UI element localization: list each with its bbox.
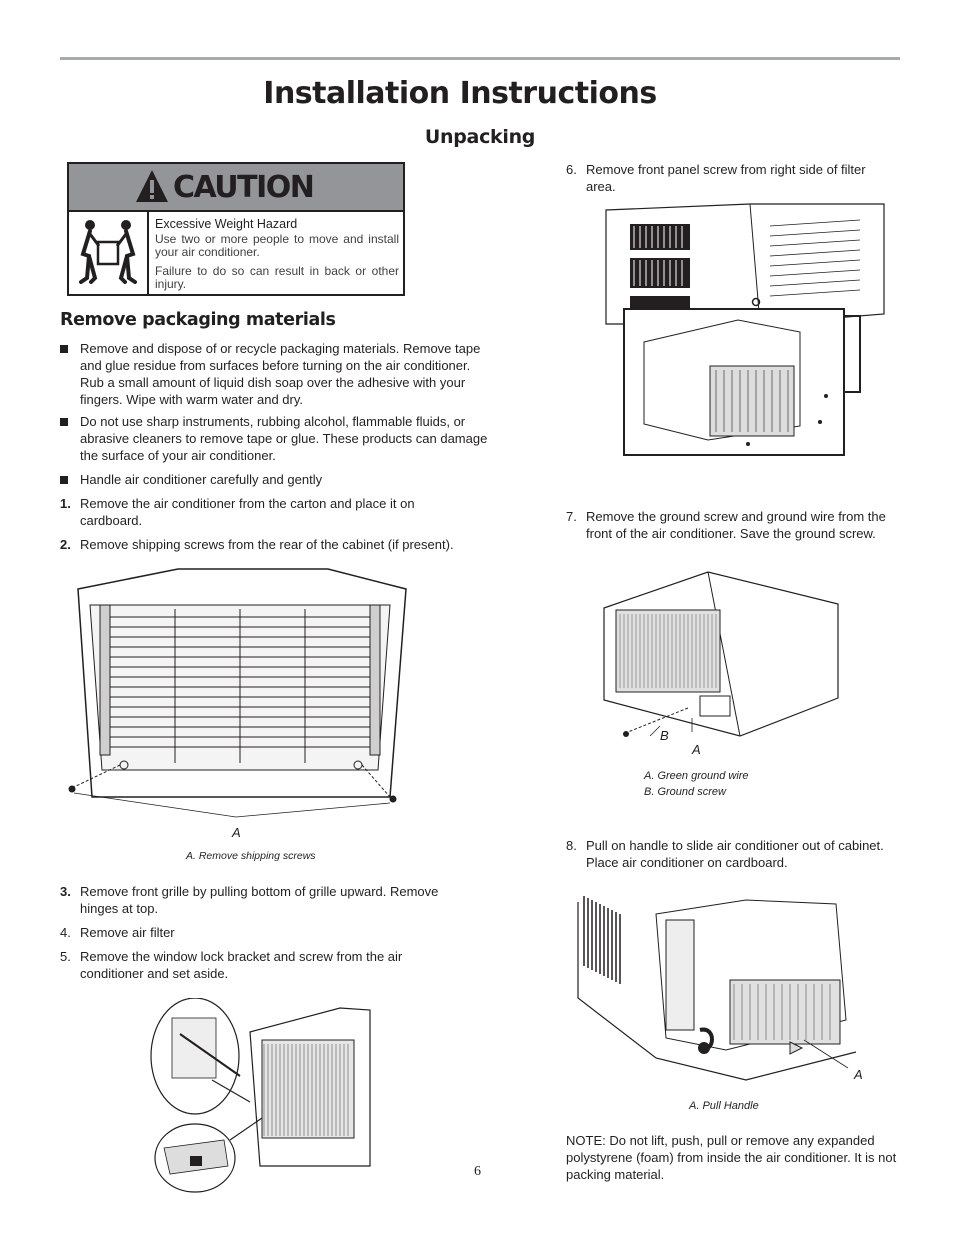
caution-hazard: Excessive Weight Hazard (155, 217, 298, 231)
step-number: 4. (60, 925, 71, 940)
step-number: 6. (566, 162, 577, 177)
figure-caption: A. Remove shipping screws (186, 850, 316, 862)
step-text: Remove the ground screw and ground wire … (586, 509, 886, 541)
step-text: Pull on handle to slide air conditioner … (586, 838, 884, 870)
figure-label: A (232, 825, 241, 840)
top-rule (60, 57, 900, 60)
caution-box: CAUTION Excessive Weight Hazard Use two … (67, 162, 405, 296)
caution-line2: Failure to do so can result in back or o… (155, 264, 399, 291)
step-number: 3. (60, 884, 71, 899)
pull-handle-illustration (577, 896, 857, 1081)
step-number: 2. (60, 537, 71, 552)
step-number: 1. (60, 496, 71, 511)
section-title: Unpacking (424, 126, 536, 148)
warning-triangle-icon (136, 170, 168, 202)
step-number: 8. (566, 838, 577, 853)
window-lock-bracket-illustration (150, 998, 371, 1193)
step-text: Remove shipping screws from the rear of … (80, 537, 454, 552)
step-number: 7. (566, 509, 577, 524)
caution-word: CAUTION (173, 170, 315, 205)
bullet-text: Remove and dispose of or recycle packagi… (80, 341, 481, 407)
section-heading: Remove packaging materials (60, 310, 336, 330)
step-text: Remove air filter (80, 925, 175, 940)
ground-screw-illustration (603, 571, 839, 737)
front-panel-screw-illustration (605, 203, 885, 456)
two-person-lift-icon (79, 220, 137, 284)
step-number: 5. (60, 949, 71, 964)
page-title: Installation Instructions (263, 76, 657, 111)
bullet-square-icon (60, 418, 68, 426)
caution-header: CAUTION (69, 164, 403, 212)
step-text: Remove front grille by pulling bottom of… (80, 884, 439, 916)
figure-label-a: A (692, 742, 701, 757)
figure-caption: A. Pull Handle (689, 1100, 759, 1112)
bullet-square-icon (60, 345, 68, 353)
figure-label-b: B (660, 728, 669, 743)
step-text: Remove front panel screw from right side… (586, 162, 866, 194)
caution-line1: Use two or more people to move and insta… (155, 232, 399, 259)
figure-caption: A. Green ground wire (644, 770, 749, 782)
step-text: Remove the window lock bracket and screw… (80, 949, 403, 981)
step-text: Remove the air conditioner from the cart… (80, 496, 415, 528)
caution-icon-cell (69, 212, 149, 294)
bullet-text: Do not use sharp instruments, rubbing al… (80, 414, 488, 463)
bullet-square-icon (60, 476, 68, 484)
note-body: NOTE: Do not lift, push, pull or remove … (566, 1133, 897, 1182)
page-number: 6 (474, 1164, 481, 1179)
figure-caption: B. Ground screw (644, 786, 726, 798)
caution-text: Excessive Weight Hazard Use two or more … (155, 218, 399, 291)
figure-label: A (854, 1067, 863, 1082)
note-text: NOTE: Do not lift, push, pull or remove … (566, 1132, 906, 1183)
bullet-text: Handle air conditioner carefully and gen… (80, 472, 323, 487)
shipping-screws-illustration (68, 568, 407, 818)
